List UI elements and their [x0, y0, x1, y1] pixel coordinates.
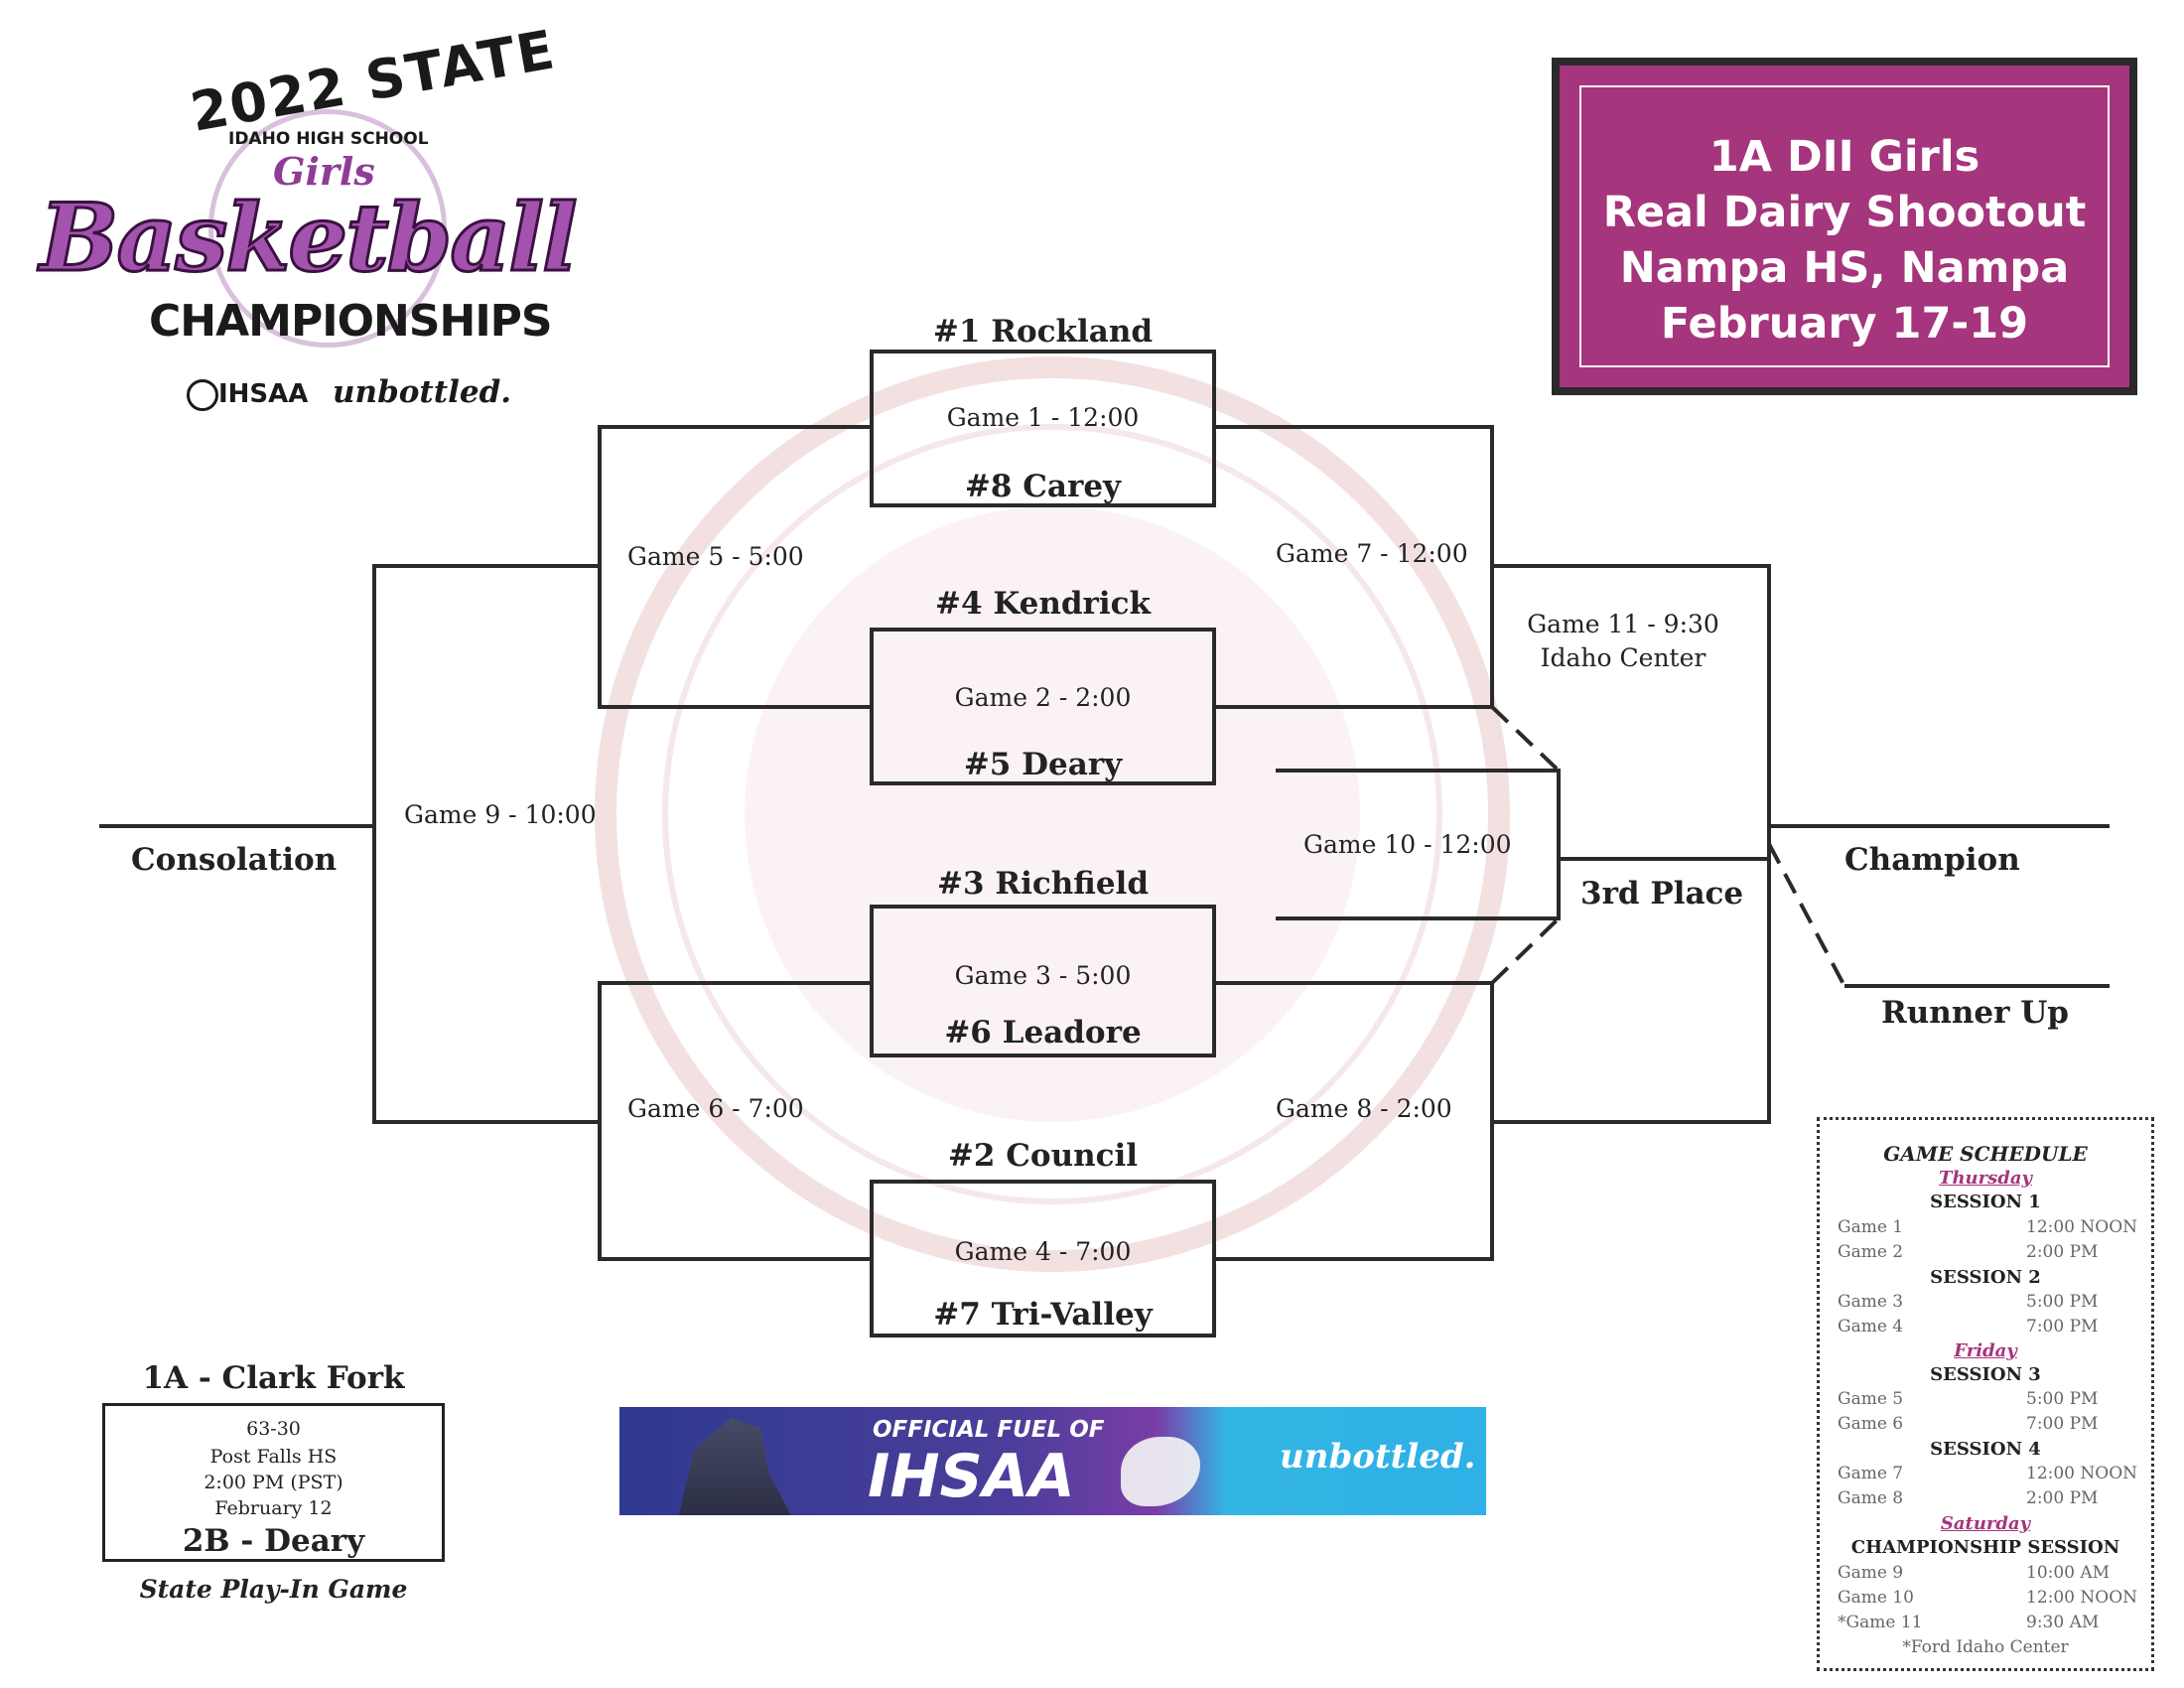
- schedule-session-1: SESSION 1: [1930, 1192, 2041, 1212]
- schedule-game: Game 10: [1838, 1588, 1914, 1608]
- schedule-day-thursday: Thursday: [1939, 1168, 2032, 1189]
- schedule-time: 2:00 PM: [2026, 1488, 2099, 1508]
- team-seed-1: #1 Rockland: [932, 314, 1154, 350]
- schedule-time: 7:00 PM: [2026, 1317, 2099, 1336]
- team-seed-5: #5 Deary: [963, 747, 1123, 782]
- milk-splash-icon: [1121, 1437, 1200, 1506]
- team-seed-2: #2 Council: [947, 1138, 1139, 1174]
- game-9-label: Game 9 - 10:00: [404, 800, 597, 829]
- ihsaa-seal-icon: [187, 379, 218, 411]
- logo-basketball-arc: [208, 109, 447, 348]
- drinking-athlete-icon: [679, 1417, 791, 1515]
- game-6-label: Game 6 - 7:00: [627, 1094, 804, 1123]
- champion-label: Champion: [1844, 842, 2020, 878]
- game-9-bracket: [372, 564, 600, 1124]
- game-10-label: Game 10 - 12:00: [1303, 830, 1512, 859]
- game-3-label: Game 3 - 5:00: [954, 961, 1132, 990]
- game-5-label: Game 5 - 5:00: [627, 542, 804, 571]
- title-line-4: February 17-19: [1660, 299, 2029, 349]
- third-place-label: 3rd Place: [1580, 876, 1744, 912]
- schedule-day-saturday: Saturday: [1940, 1513, 2031, 1534]
- consolation-label: Consolation: [131, 842, 338, 878]
- playin-score: 63-30: [246, 1418, 301, 1440]
- game-11-label: Game 11 - 9:30: [1527, 610, 1719, 638]
- logo-sponsor: unbottled.: [333, 374, 512, 410]
- team-seed-4: #4 Kendrick: [935, 586, 1151, 622]
- schedule-game: Game 5: [1838, 1389, 1904, 1409]
- game-11-venue: Idaho Center: [1540, 643, 1706, 672]
- banner-org: IHSAA: [868, 1442, 1075, 1511]
- schedule-session-4: SESSION 4: [1930, 1439, 2041, 1460]
- schedule-time: 7:00 PM: [2026, 1414, 2099, 1434]
- team-seed-3: #3 Richfield: [936, 866, 1149, 902]
- logo-sport: Basketball: [39, 183, 580, 295]
- schedule-day-friday: Friday: [1954, 1340, 2017, 1361]
- logo-championships: CHAMPIONSHIPS: [149, 296, 553, 347]
- schedule-championship-session: CHAMPIONSHIP SESSION: [1850, 1537, 2120, 1558]
- schedule-game: *Game 11: [1838, 1613, 1923, 1632]
- schedule-time: 9:30 AM: [2026, 1613, 2100, 1632]
- team-seed-8: #8 Carey: [964, 469, 1122, 504]
- schedule-game: Game 9: [1838, 1563, 1904, 1583]
- playin-date: February 12: [214, 1497, 333, 1519]
- banner-brand: unbottled.: [1280, 1437, 1476, 1477]
- schedule-game: Game 6: [1838, 1414, 1904, 1434]
- playin-venue: Post Falls HS: [209, 1446, 338, 1468]
- schedule-session-2: SESSION 2: [1930, 1267, 2041, 1288]
- banner-official: OFFICIAL FUEL OF: [873, 1417, 1105, 1443]
- logo-org: IHSAA: [218, 379, 309, 409]
- schedule-session-3: SESSION 3: [1930, 1364, 2041, 1385]
- title-line-1: 1A DII Girls: [1708, 132, 1980, 182]
- team-seed-6: #6 Leadore: [944, 1015, 1142, 1051]
- game-7-label: Game 7 - 12:00: [1276, 539, 1468, 568]
- schedule-time: 12:00 NOON: [2026, 1464, 2138, 1483]
- game-8-label: Game 8 - 2:00: [1276, 1094, 1452, 1123]
- loser-dashed-top: [1490, 705, 1561, 773]
- schedule-heading: GAME SCHEDULE: [1883, 1142, 2088, 1166]
- schedule-game: Game 8: [1838, 1488, 1904, 1508]
- playin-caption: State Play-In Game: [139, 1575, 408, 1604]
- team-seed-7: #7 Tri-Valley: [933, 1297, 1153, 1333]
- logo-girls: Girls: [273, 149, 375, 194]
- loser-dashed-bottom: [1490, 916, 1561, 985]
- championship-logo: 2022 STATE IDAHO HIGH SCHOOL Girls Baske…: [30, 18, 586, 427]
- game-1-label: Game 1 - 12:00: [946, 403, 1140, 432]
- schedule-footnote: *Ford Idaho Center: [1902, 1637, 2069, 1657]
- game-2-label: Game 2 - 2:00: [954, 683, 1132, 712]
- schedule-time: 12:00 NOON: [2026, 1217, 2138, 1237]
- runner-up-label: Runner Up: [1881, 995, 2069, 1031]
- schedule-game: Game 7: [1838, 1464, 1904, 1483]
- schedule-game: Game 1: [1838, 1217, 1904, 1237]
- game-10-bracket: [1276, 769, 1561, 920]
- schedule-game: Game 3: [1838, 1292, 1904, 1312]
- schedule-time: 5:00 PM: [2026, 1292, 2099, 1312]
- schedule-game: Game 2: [1838, 1242, 1904, 1262]
- title-plaque: 1A DII Girls Real Dairy Shootout Nampa H…: [1552, 58, 2137, 395]
- playin-team-bottom: 2B - Deary: [182, 1523, 365, 1559]
- schedule-time: 10:00 AM: [2026, 1563, 2111, 1583]
- schedule-time: 2:00 PM: [2026, 1242, 2099, 1262]
- game-4-label: Game 4 - 7:00: [954, 1237, 1132, 1266]
- title-line-2: Real Dairy Shootout: [1602, 188, 2087, 237]
- schedule-game: Game 4: [1838, 1317, 1904, 1336]
- playin-time: 2:00 PM (PST): [204, 1472, 343, 1493]
- schedule-time: 5:00 PM: [2026, 1389, 2099, 1409]
- playin-box: 63-30 Post Falls HS 2:00 PM (PST) Februa…: [102, 1403, 445, 1562]
- title-plaque-inner-border: [1579, 85, 2110, 367]
- logo-school: IDAHO HIGH SCHOOL: [228, 129, 429, 149]
- sponsor-banner: OFFICIAL FUEL OF IHSAA unbottled.: [619, 1407, 1486, 1515]
- runner-up-dashed: [1767, 843, 1846, 987]
- schedule-time: 12:00 NOON: [2026, 1588, 2138, 1608]
- playin-team-top: 1A - Clark Fork: [142, 1360, 405, 1396]
- game-schedule: GAME SCHEDULE Thursday SESSION 1 Game 1 1…: [1817, 1117, 2154, 1671]
- title-line-3: Nampa HS, Nampa: [1619, 243, 2070, 293]
